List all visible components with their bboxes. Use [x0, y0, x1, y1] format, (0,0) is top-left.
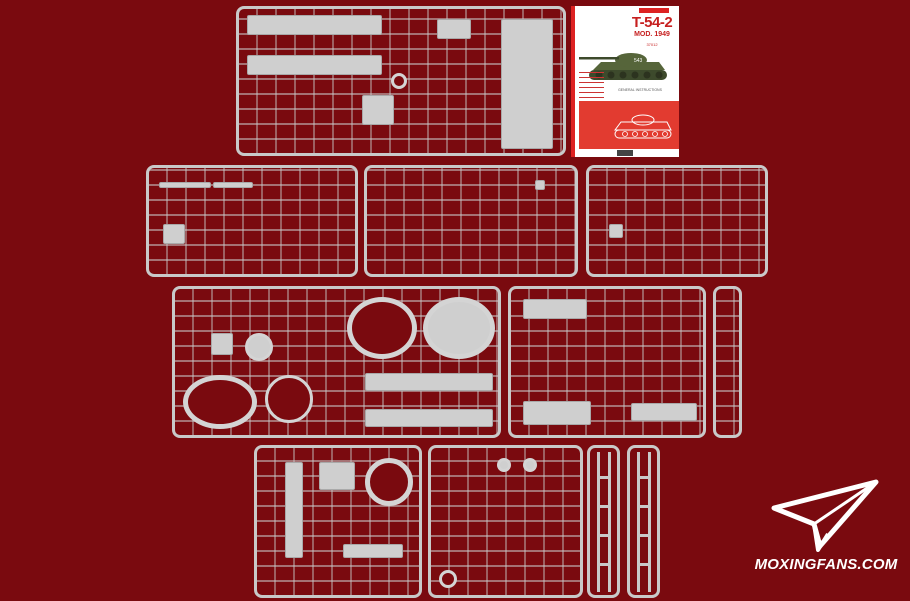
watermark-text: MOXINGFANS.COM [754, 556, 898, 573]
idler-wheel [497, 458, 511, 472]
track-run-2 [627, 445, 660, 598]
road-wheel-ring [365, 458, 413, 506]
track-run-1 [587, 445, 620, 598]
small-part [535, 180, 545, 190]
sprue-row2-left [146, 165, 358, 277]
box-art-tag [639, 8, 669, 13]
turret-hatch [437, 19, 471, 39]
hull-side-plate [365, 373, 493, 391]
hatch-ring [183, 375, 257, 429]
sprue-bottom-center [428, 445, 583, 598]
track-guard-right [247, 55, 382, 75]
track-ladder-2 [637, 452, 651, 592]
fender-strip [159, 182, 211, 188]
sprue-narrow [713, 286, 742, 438]
box-art-logo [617, 150, 633, 156]
engine-deck [362, 95, 394, 125]
box-art-red-band [579, 101, 679, 149]
fender-strip [213, 182, 253, 188]
hull-side-plate [365, 409, 493, 427]
turret-ring-large [347, 297, 417, 359]
sprue-top [236, 6, 566, 156]
sprue-bottom-left [254, 445, 422, 598]
sprue-turret [172, 286, 501, 438]
small-part [609, 224, 623, 238]
engine-block [319, 462, 355, 490]
vision-block [245, 333, 273, 361]
box-art-stripe [571, 6, 575, 157]
tank-number: 543 [634, 58, 643, 64]
box-art-subtitle: MOD. 1949 [634, 31, 670, 38]
box-art-instructions-heading: GENERAL INSTRUCTIONS [618, 88, 662, 92]
idler-wheel [523, 458, 537, 472]
hull-panel [501, 19, 553, 149]
sprue-row2-center [364, 165, 578, 277]
sprue-row2-right [586, 165, 768, 277]
paper-plane-logo-icon [771, 479, 879, 552]
mantlet [211, 333, 233, 355]
box-art-title: T-54-2 [631, 14, 673, 31]
track-link-bar [343, 544, 403, 558]
turret-base-ring [265, 375, 313, 423]
tank-illustration: 543 [579, 53, 667, 80]
side-skirt [631, 403, 697, 421]
fender-bracket [523, 299, 587, 319]
sprue-wheels [508, 286, 706, 438]
box-art-text-lines [579, 68, 604, 102]
track-guard-left [247, 15, 382, 35]
rear-plate [523, 401, 591, 425]
track-ladder-1 [597, 452, 611, 592]
turret-ring-small [423, 297, 495, 359]
sprue-gate-ring [391, 73, 407, 89]
tank-line-drawing [614, 114, 672, 139]
box-art-code: 37012 [646, 42, 658, 47]
long-beam [285, 462, 303, 558]
hub-ring [439, 570, 457, 588]
box-art: T-54-2 MOD. 1949 37012 543 GENERAL INSTR… [571, 6, 679, 157]
bracket [163, 224, 185, 244]
